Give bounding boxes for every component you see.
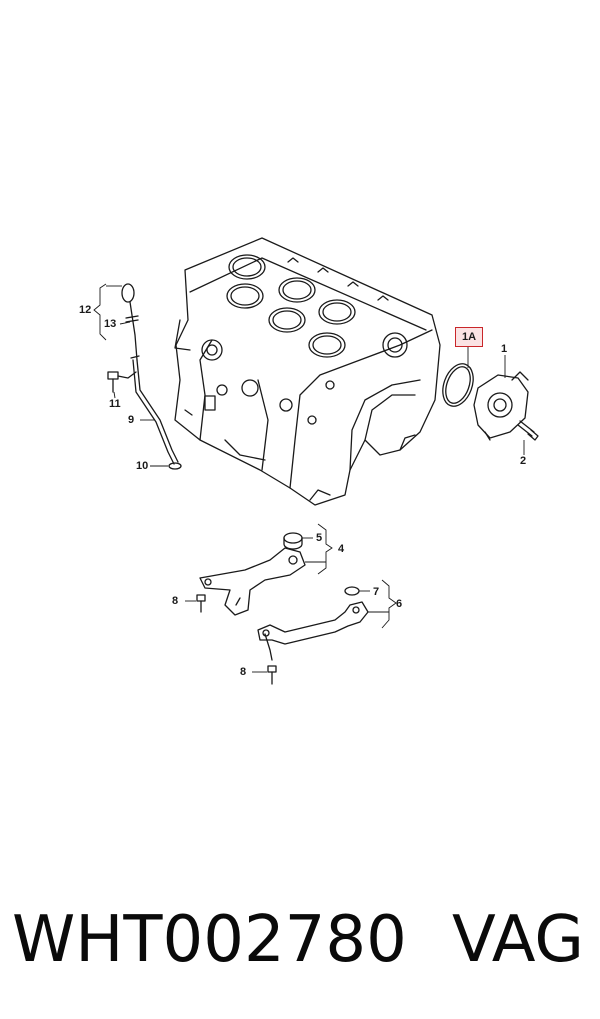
bracket-6 — [381, 579, 397, 629]
seal-5 — [283, 532, 303, 550]
callout-7: 7 — [373, 586, 380, 598]
dipstick — [121, 283, 139, 361]
part-number-caption: WHT002780 — [12, 903, 407, 977]
bracket-4 — [317, 523, 333, 575]
callout-1a-highlight: 1A — [455, 327, 483, 347]
callout-11: 11 — [109, 398, 121, 410]
bolt-11 — [107, 371, 119, 393]
engine-block — [174, 237, 441, 506]
callout-8-upper: 8 — [172, 595, 179, 607]
callout-9: 9 — [128, 414, 135, 426]
bolt-8b — [267, 665, 277, 685]
brand-caption: VAG — [452, 903, 584, 977]
pump-housing — [473, 371, 529, 441]
bracket-12 — [93, 283, 107, 341]
parts-diagram — [93, 237, 539, 685]
callout-6: 6 — [396, 598, 403, 610]
callout-12: 12 — [79, 304, 92, 316]
o-ring — [442, 363, 474, 407]
bolt-8a — [196, 594, 206, 613]
seal-7 — [344, 586, 360, 596]
leader-13 — [119, 321, 131, 325]
oil-pipe-6 — [257, 601, 369, 661]
callout-13: 13 — [104, 318, 117, 330]
callout-10: 10 — [136, 460, 149, 472]
callout-4: 4 — [338, 543, 345, 555]
leader-11 — [113, 391, 116, 399]
callout-5: 5 — [316, 532, 323, 544]
callout-1: 1 — [501, 343, 508, 355]
o-ring-10 — [168, 462, 182, 470]
callout-8-lower: 8 — [240, 666, 247, 678]
oil-spray-jet-4 — [199, 547, 306, 616]
dipstick-tube — [117, 355, 179, 465]
callout-2: 2 — [520, 455, 527, 467]
bolt-2 — [517, 420, 539, 441]
